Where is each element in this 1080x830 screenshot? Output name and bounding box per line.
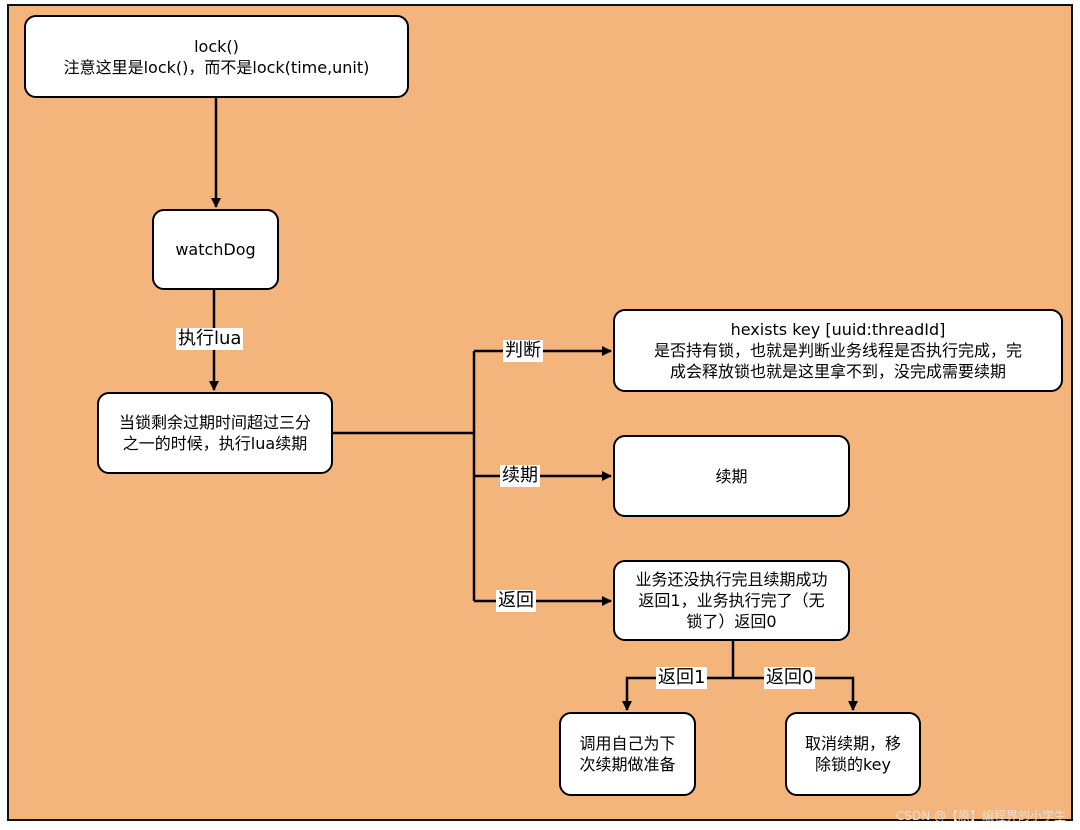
renew-check-node: 当锁剩余过期时间超过三分 之一的时候，执行lua续期 bbox=[97, 392, 333, 474]
cancel-line1: 取消续期，移 bbox=[804, 734, 901, 753]
edge-label-return0: 返回0 bbox=[764, 667, 816, 689]
lock-node-line1: lock() bbox=[194, 36, 239, 56]
edge-label-return1: 返回1 bbox=[656, 667, 708, 689]
self-call-line1: 调用自己为下 bbox=[579, 734, 676, 753]
edge-label-return: 返回 bbox=[496, 590, 536, 612]
hexists-line2: 是否持有锁，也就是判断业务线程是否执行完成，完 bbox=[653, 341, 1022, 360]
lock-node-line2: 注意这里是lock()，而不是lock(time,unit) bbox=[63, 57, 370, 77]
return-line2: 返回1，业务执行完了（无 bbox=[638, 591, 825, 610]
renew-node: 续期 bbox=[613, 435, 850, 517]
hexists-line3: 成会释放锁也就是这里拿不到，没完成需要续期 bbox=[669, 362, 1006, 381]
renew-node-text: 续期 bbox=[715, 466, 748, 486]
watchdog-node-text: watchDog bbox=[175, 240, 256, 259]
return-line1: 业务还没执行完且续期成功 bbox=[635, 570, 828, 589]
lock-node: lock() 注意这里是lock()，而不是lock(time,unit) bbox=[24, 15, 409, 98]
edge-label-judge: 判断 bbox=[503, 340, 543, 362]
watchdog-node: watchDog bbox=[152, 209, 279, 290]
renew-check-line2: 之一的时候，执行lua续期 bbox=[122, 434, 308, 453]
cancel-line2: 除锁的key bbox=[814, 755, 891, 774]
watermark: CSDN @【原】编程界的小学生 bbox=[895, 809, 1066, 823]
self-call-node: 调用自己为下 次续期做准备 bbox=[559, 712, 696, 796]
hexists-node: hexists key [uuid:threadId] 是否持有锁，也就是判断业… bbox=[613, 309, 1063, 392]
return-line3: 锁了）返回0 bbox=[686, 612, 777, 631]
edge-label-renew: 续期 bbox=[500, 465, 540, 487]
cancel-node: 取消续期，移 除锁的key bbox=[785, 712, 921, 796]
edge-label-exec-lua: 执行lua bbox=[176, 328, 244, 350]
return-node: 业务还没执行完且续期成功 返回1，业务执行完了（无 锁了）返回0 bbox=[613, 560, 850, 641]
renew-check-line1: 当锁剩余过期时间超过三分 bbox=[118, 413, 311, 432]
self-call-line2: 次续期做准备 bbox=[579, 755, 676, 774]
hexists-line1: hexists key [uuid:threadId] bbox=[730, 320, 946, 339]
